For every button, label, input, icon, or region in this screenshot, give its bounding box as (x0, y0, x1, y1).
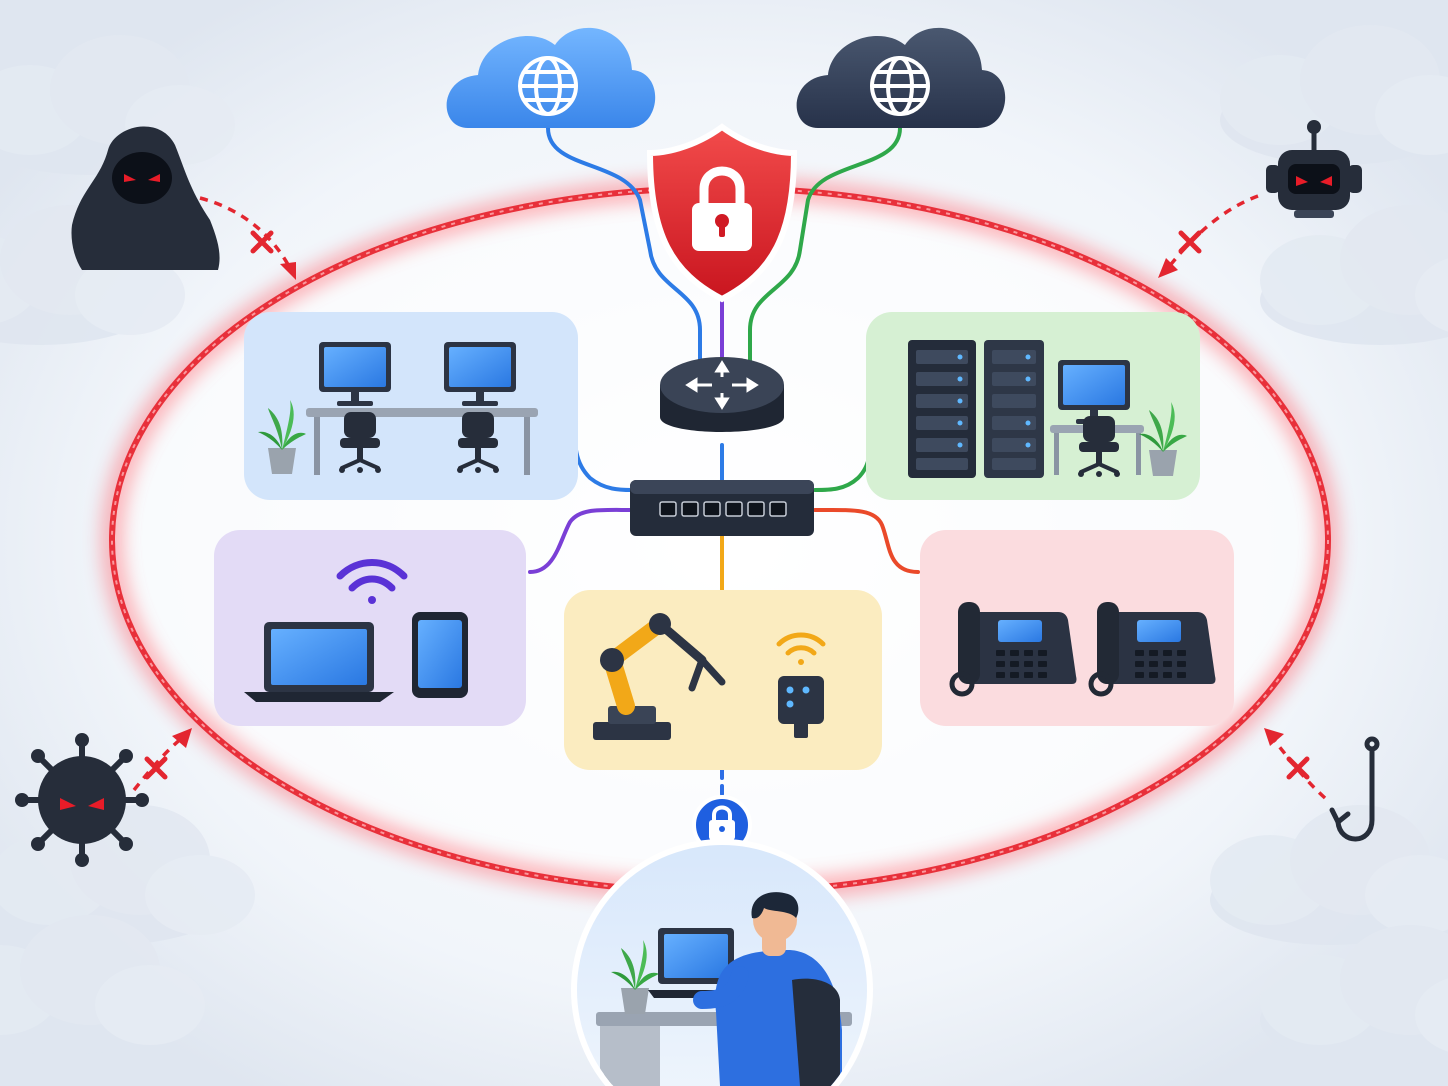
hacker (71, 126, 296, 280)
remote-worker-icon (571, 839, 873, 1086)
threat-arrow (199, 196, 294, 273)
robot-arm-icon (593, 613, 726, 740)
wifi-icon (776, 632, 826, 665)
globe-icon (518, 56, 578, 116)
desk-phone-icon (1091, 602, 1216, 694)
desk-phone-icon (952, 602, 1077, 694)
public-cloud (446, 27, 656, 128)
hooded-hacker-icon (71, 126, 220, 270)
iot-sensor-icon (778, 676, 824, 738)
link-voip (813, 507, 920, 574)
virus-icon (15, 733, 149, 867)
wifi-icon (336, 559, 408, 604)
malware (15, 728, 192, 867)
industrial-iot (564, 590, 882, 770)
server-room (866, 312, 1200, 500)
voip-phones (920, 530, 1234, 726)
globe-icon (870, 56, 930, 116)
phishing (1264, 728, 1380, 842)
wireless-devices (214, 530, 526, 726)
vpn-lock-icon (692, 795, 752, 855)
shield-lock-icon (646, 123, 798, 303)
link-public-cloud (546, 126, 702, 372)
smartphone-icon (412, 612, 468, 698)
fishhook-icon (1329, 736, 1380, 842)
network-links (528, 126, 920, 910)
bot-icon (1266, 120, 1362, 218)
server-rack-icon (908, 340, 1044, 478)
threat-arrow (132, 736, 184, 792)
link-private-cloud (748, 126, 902, 372)
link-wireless (528, 507, 634, 574)
malicious-bot (1158, 120, 1362, 278)
office-workstations (244, 312, 578, 500)
threat-arrow (1272, 738, 1327, 800)
laptop-icon (648, 928, 748, 998)
network-switch-icon (630, 480, 814, 536)
private-cloud (796, 27, 1006, 128)
router-icon (660, 357, 784, 432)
laptop-icon (244, 622, 394, 702)
